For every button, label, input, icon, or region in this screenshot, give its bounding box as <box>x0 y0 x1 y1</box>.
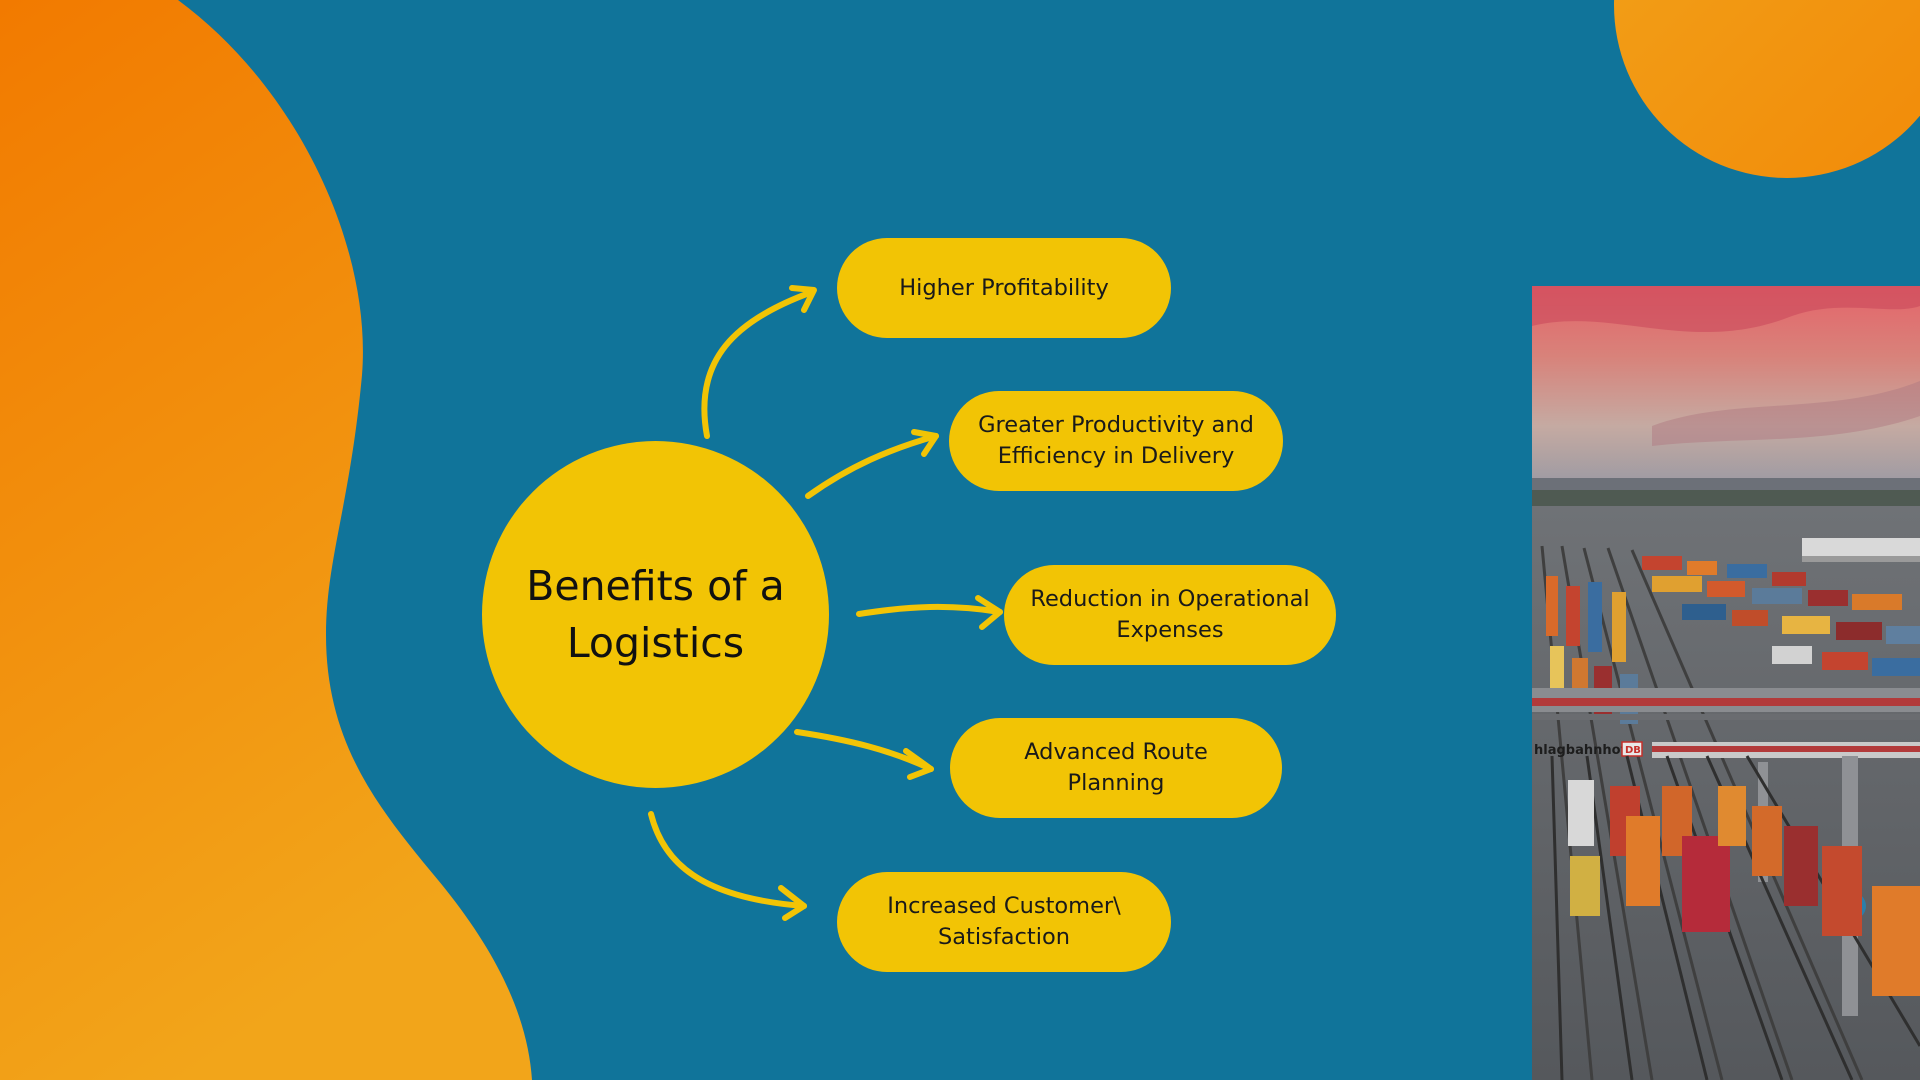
benefit-pill-customer-satisfaction: Increased Customer\ Satisfaction <box>837 872 1171 972</box>
center-topic-title: Benefits of a Logistics <box>526 561 785 667</box>
center-topic-circle: Benefits of a Logistics <box>482 441 829 788</box>
terminal-illustration: hlagbahnhof DB <box>1532 286 1920 1080</box>
benefit-label: Higher Profitability <box>899 274 1109 301</box>
top-right-orange-circle <box>1614 0 1920 178</box>
benefit-pill-route-planning: Advanced Route Planning <box>950 718 1282 818</box>
benefit-label: Greater Productivity and Efficiency in D… <box>978 412 1254 469</box>
arrow-icon <box>805 429 939 499</box>
db-logo: DB <box>1625 745 1641 756</box>
arrow-icon <box>648 811 807 921</box>
left-orange-blob <box>0 0 532 1080</box>
arrow-icon <box>856 595 1003 630</box>
arrow-icon <box>794 729 934 780</box>
benefit-pill-operational-expenses: Reduction in Operational Expenses <box>1004 565 1336 665</box>
benefit-label: Reduction in Operational Expenses <box>1030 586 1310 643</box>
terminal-sign-text: hlagbahnhof <box>1534 743 1627 758</box>
benefit-label: Increased Customer\ Satisfaction <box>887 893 1121 950</box>
rail-container-terminal-photo: hlagbahnhof DB <box>1532 286 1920 1080</box>
benefit-pill-higher-profitability: Higher Profitability <box>837 238 1171 338</box>
arrow-icon <box>701 285 817 439</box>
benefit-pill-productivity: Greater Productivity and Efficiency in D… <box>949 391 1283 491</box>
benefit-label: Advanced Route Planning <box>1024 739 1208 796</box>
